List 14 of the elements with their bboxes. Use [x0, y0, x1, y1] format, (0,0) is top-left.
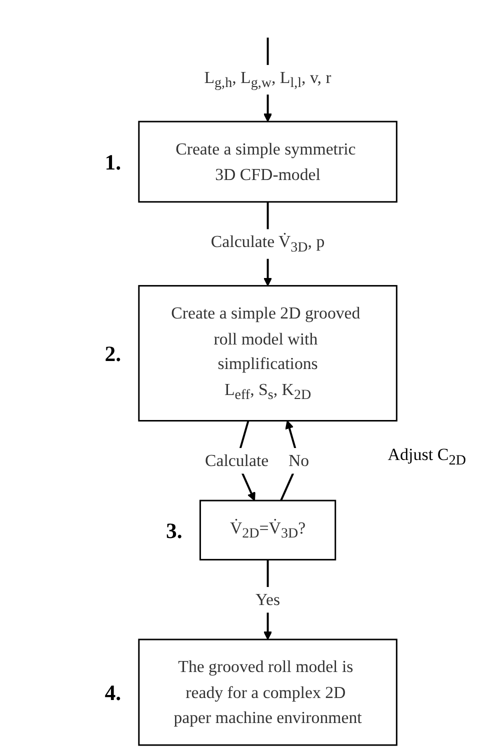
- edge-label: Yes: [256, 590, 280, 609]
- note-text: Adjust C$_{2D}$: [388, 445, 466, 470]
- step-number: 2.: [104, 342, 122, 366]
- node-box: V̇$_{2D}$=V̇$_{3D}$?: [199, 500, 336, 560]
- edge-label: Calculate: [204, 450, 269, 470]
- edge-label: Calculate V̇$_{3D}$, p: [210, 232, 325, 256]
- node-box: The grooved roll model is ready for a complex 2D paper machine environment: [138, 638, 398, 746]
- node-box: Create a simple 2D grooved roll model with simplifications L$_{eff}$, S$_{s}$, K$_{2D}$: [138, 285, 398, 422]
- edge-label: No: [288, 450, 310, 470]
- node-box: Create a simple symmetric 3D CFD-model: [138, 120, 398, 203]
- step-number: 4.: [104, 681, 122, 706]
- step-number: 1.: [104, 150, 122, 175]
- step-number: 3.: [166, 519, 182, 544]
- edge-label: L$_{g,h}$, L$_{g,w}$, L$_{l,l}$, v, r: [204, 68, 332, 92]
